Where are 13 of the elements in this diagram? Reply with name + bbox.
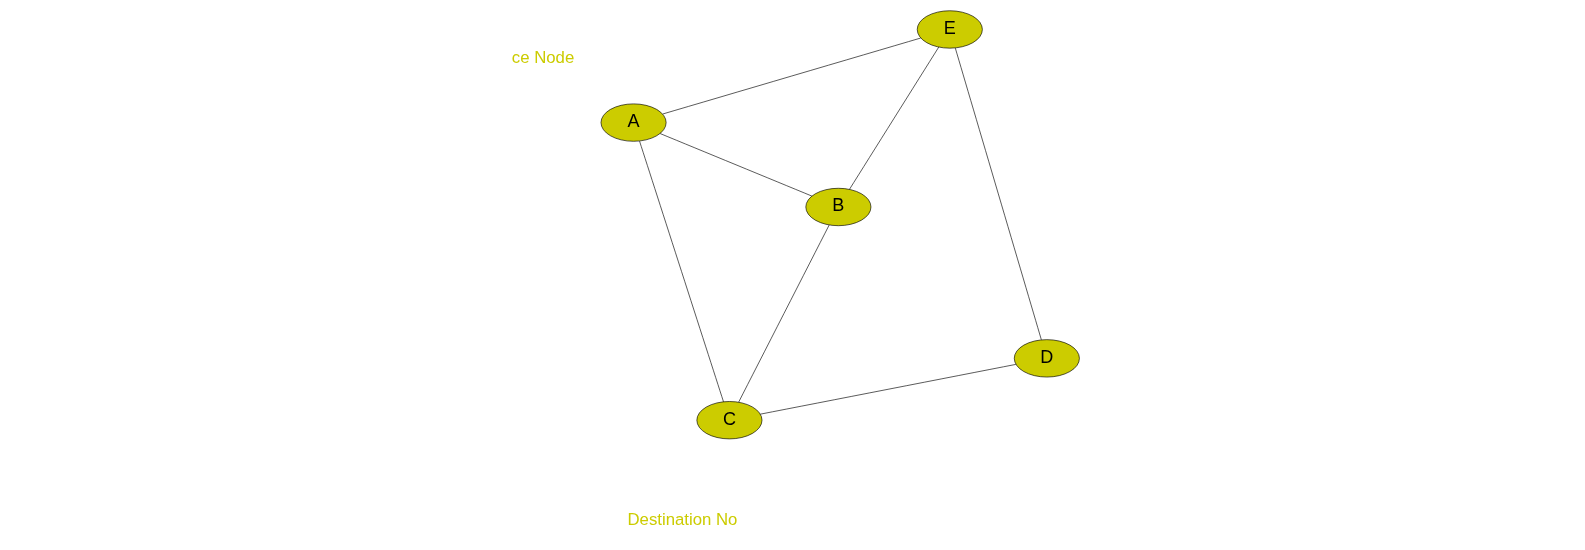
node-ellipse: A <box>600 103 666 142</box>
connector <box>661 37 921 115</box>
connector <box>737 224 830 403</box>
label: Destination No <box>626 509 737 529</box>
connector <box>848 46 939 190</box>
connector <box>659 133 812 197</box>
node-ellipse: E <box>916 10 983 49</box>
connector <box>638 140 724 403</box>
node-ellipse: C <box>696 401 762 440</box>
node-ellipse: B <box>805 187 871 226</box>
connector <box>759 364 1016 415</box>
node-ellipse: D <box>1013 339 1080 378</box>
label: ce Node <box>511 48 574 68</box>
